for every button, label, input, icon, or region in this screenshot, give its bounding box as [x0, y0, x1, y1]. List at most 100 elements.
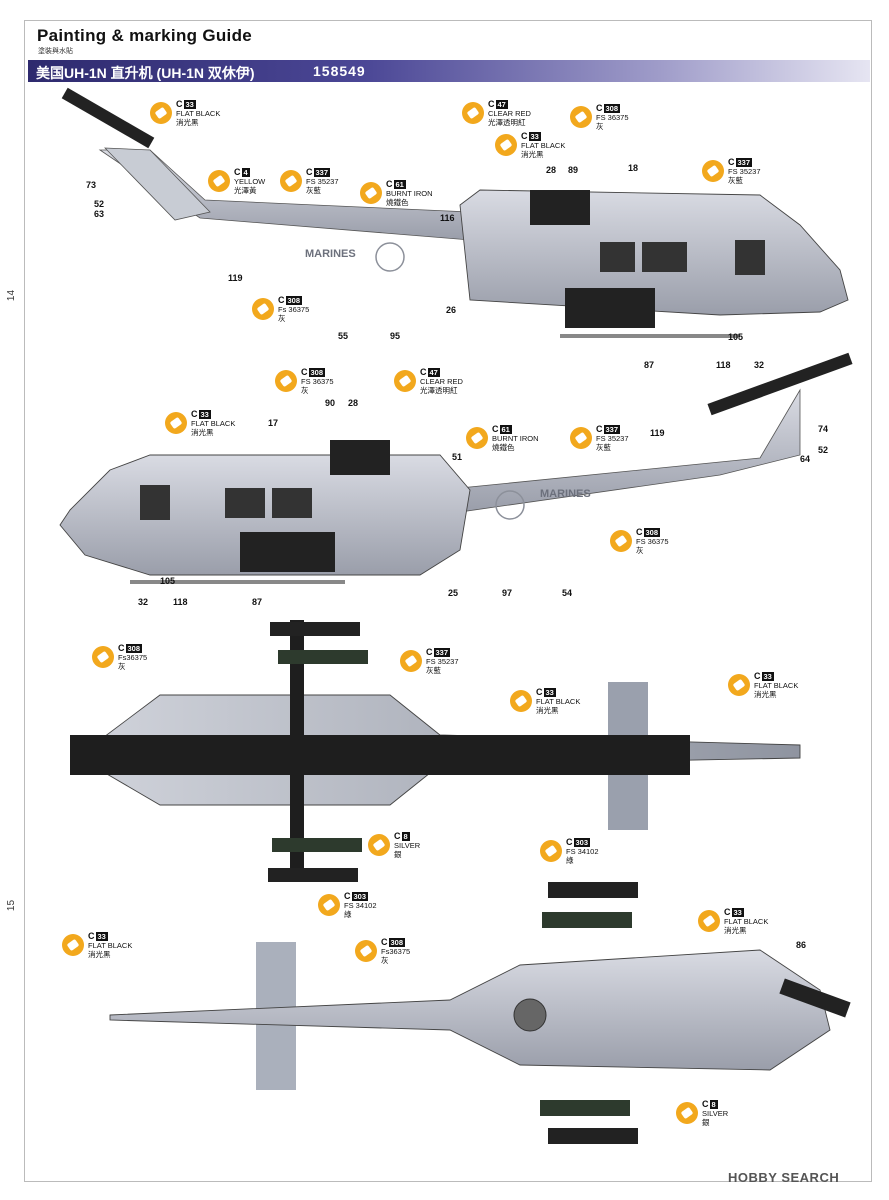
paint-number: 8: [401, 832, 410, 841]
part-label: 52: [818, 445, 829, 455]
window: [272, 488, 312, 518]
paint-color-name-cn: 消光黑: [521, 150, 544, 159]
window: [600, 242, 635, 272]
paint-color-name-cn: 消光黑: [191, 428, 214, 437]
part-label: 73: [86, 180, 97, 190]
paint-number: 337: [313, 168, 331, 177]
paint-bottle-icon: [360, 182, 382, 204]
paint-color-name: SILVER: [702, 1109, 729, 1118]
part-label: 89: [568, 165, 579, 175]
paint-color-name: FS 36375: [596, 113, 629, 122]
paint-code: C: [118, 643, 125, 653]
paint-color-name-cn: 灰藍: [596, 443, 611, 452]
part-label: 32: [138, 597, 149, 607]
paint-code: C: [394, 831, 401, 841]
paint-bottle-icon: [368, 834, 390, 856]
part-label: 95: [390, 331, 401, 341]
paint-code: C: [702, 1099, 709, 1109]
window: [225, 488, 265, 518]
paint-color-name-cn: 銀: [702, 1118, 710, 1127]
paint-code: C: [536, 687, 543, 697]
part-label: 18: [628, 163, 639, 173]
cockpit-window: [735, 240, 765, 275]
paint-color-name: FS 35237: [426, 657, 459, 666]
paint-number: 33: [183, 100, 196, 109]
paint-color-name: FLAT BLACK: [754, 681, 799, 690]
paint-color-name: SILVER: [394, 841, 421, 850]
paint-color-name-cn: 綠: [566, 856, 574, 865]
paint-bottle-icon: [466, 427, 488, 449]
paint-number: 33: [761, 672, 774, 681]
paint-number: 33: [95, 932, 108, 941]
paint-code: C: [234, 167, 241, 177]
paint-bottle-icon: [510, 690, 532, 712]
paint-color-name: Fs36375: [381, 947, 411, 956]
part-label: 26: [446, 305, 457, 315]
paint-color-name-cn: 消光黑: [754, 690, 777, 699]
paint-color-name: FLAT BLACK: [521, 141, 566, 150]
paint-bottle-icon: [92, 646, 114, 668]
fuselage-bottom: [109, 949, 831, 1071]
paint-color-name: YELLOW: [234, 177, 266, 186]
page-subtitle: 塗裝與水貼: [38, 48, 73, 55]
paint-code: C: [566, 837, 573, 847]
paint-bottle-icon: [280, 170, 302, 192]
part-label: 28: [546, 165, 557, 175]
paint-code: C: [176, 99, 183, 109]
page-title: Painting & marking Guide: [37, 26, 253, 45]
rocket-pod: [565, 288, 655, 328]
paint-bottle-icon: [610, 530, 632, 552]
paint-code: C: [191, 409, 198, 419]
paint-color-name-cn: 灰: [301, 386, 309, 395]
paint-code: C: [386, 179, 393, 189]
marines-text: MARINES: [540, 488, 591, 500]
paint-color-name: FS 35237: [306, 177, 339, 186]
paint-code: C: [488, 99, 495, 109]
paint-bottle-icon: [150, 102, 172, 124]
paint-color-name: CLEAR RED: [420, 377, 463, 386]
paint-color-name: FLAT BLACK: [191, 419, 236, 428]
part-label: 25: [448, 588, 459, 598]
paint-code: C: [301, 367, 308, 377]
paint-bottle-icon: [318, 894, 340, 916]
paint-bottle-icon: [702, 160, 724, 182]
paint-code: C: [754, 671, 761, 681]
part-label: 52: [94, 199, 105, 209]
paint-color-name: BURNT IRON: [492, 434, 539, 443]
paint-color-name-cn: 燒鐵色: [492, 443, 515, 452]
paint-bottle-icon: [698, 910, 720, 932]
paint-color-name-cn: 燒鐵色: [386, 198, 409, 207]
paint-bottle-icon: [275, 370, 297, 392]
paint-number: 308: [125, 644, 143, 653]
marines-text: MARINES: [305, 248, 356, 260]
paint-bottle-icon: [540, 840, 562, 862]
paint-number: 308: [285, 296, 303, 305]
part-label: 118: [173, 597, 188, 607]
part-label: 32: [754, 360, 765, 370]
paint-number: 308: [388, 938, 406, 947]
page-frame: [24, 20, 872, 1182]
paint-color-name-cn: 灰: [118, 662, 126, 671]
paint-code: C: [724, 907, 731, 917]
paint-color-name-cn: 消光黑: [88, 950, 111, 959]
paint-number: 303: [573, 838, 591, 847]
watermark: HOBBY SEARCH: [728, 1170, 840, 1185]
paint-number: 61: [393, 180, 406, 189]
paint-color-name: FS 35237: [728, 167, 761, 176]
paint-color-name-cn: 光澤透明紅: [420, 386, 458, 395]
paint-color-name: FS 36375: [301, 377, 334, 386]
